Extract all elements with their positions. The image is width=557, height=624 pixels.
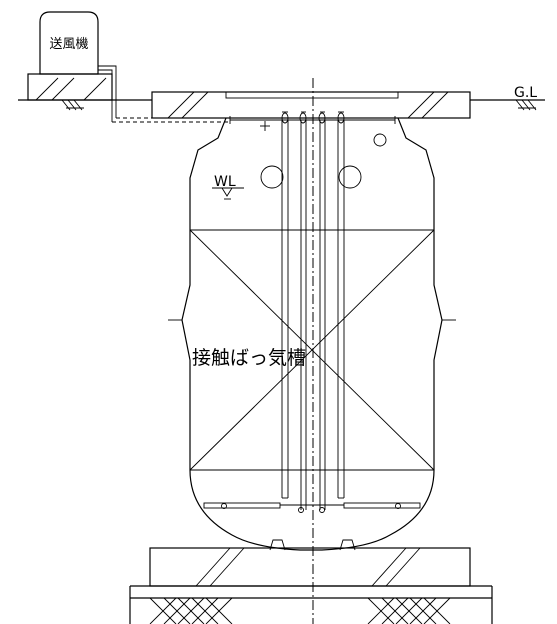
media-cross-b [189, 229, 435, 471]
blower-base-hatch [35, 77, 107, 101]
bottom-diffusers [203, 497, 421, 513]
blower-unit: 送風機 [27, 11, 230, 123]
ground-hatch-right [515, 99, 537, 111]
pipe-opening-left [260, 165, 284, 189]
water-level-mark: WL [212, 174, 244, 200]
blower-base [27, 73, 113, 101]
manhole-frame [225, 91, 399, 99]
top-slab [151, 91, 471, 119]
ground-level-label: G.L [514, 85, 537, 101]
foundation [129, 547, 493, 624]
blower-body [39, 11, 99, 75]
water-level-label: WL [214, 174, 236, 190]
ground-hatch-left [61, 99, 84, 111]
gravel-hatch-right [367, 597, 451, 624]
diffuser-pipes [281, 111, 345, 510]
ground-line: G.L [18, 85, 545, 111]
foundation-block [149, 547, 471, 587]
pipe-opening-right [338, 165, 362, 189]
tank-label: 接触ばっ気槽 [192, 347, 306, 369]
gravel-hatch-left [149, 597, 233, 624]
tank-body [168, 117, 456, 551]
blower-label: 送風機 [49, 37, 88, 52]
small-opening [373, 133, 387, 147]
